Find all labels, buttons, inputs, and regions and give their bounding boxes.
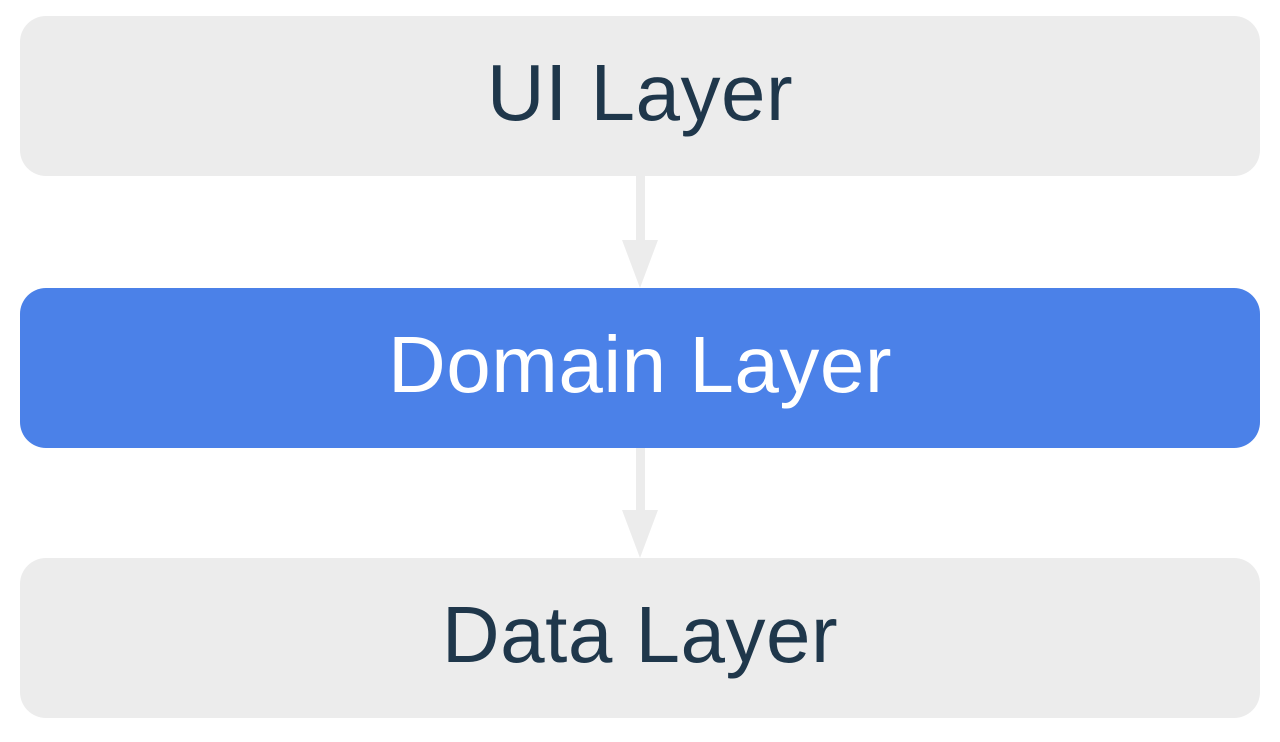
arrow-shaft [635, 176, 645, 242]
layer-label-ui: UI Layer [486, 48, 794, 137]
layer-box-domain: Domain Layer [20, 288, 1260, 448]
arrow-ui-to-domain [622, 176, 658, 288]
arrow-domain-to-data [622, 448, 658, 558]
arrow-shaft [635, 448, 645, 512]
layer-label-data: Data Layer [441, 590, 839, 679]
arrow-down-icon [622, 510, 658, 558]
layer-box-data: Data Layer [20, 558, 1260, 718]
layer-box-ui: UI Layer [20, 16, 1260, 176]
layer-label-domain: Domain Layer [387, 320, 892, 409]
arrow-down-icon [622, 240, 658, 288]
